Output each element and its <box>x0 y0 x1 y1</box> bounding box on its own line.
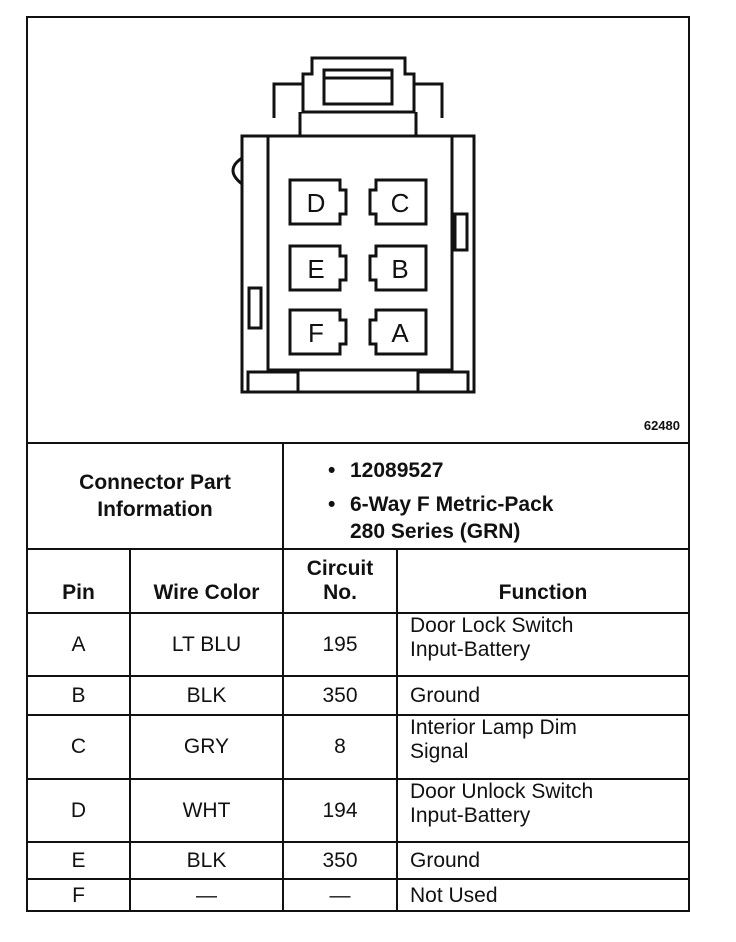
table-cell-pin: F <box>72 884 85 907</box>
table-cell-circuit: 350 <box>322 683 358 707</box>
table-cell-circuit: — <box>329 884 351 907</box>
function-line2: Input-Battery <box>410 804 531 827</box>
bullet-icon: • <box>328 459 336 482</box>
function-line2: Input-Battery <box>410 638 531 661</box>
table-cell-circuit: 194 <box>322 798 358 822</box>
connector-info-sheet: D C E B F A 62480 Connector Part Informa… <box>26 16 690 912</box>
table-cell-pin: A <box>71 632 86 656</box>
pin-label-C: C <box>391 188 410 218</box>
table-cell-pin: D <box>70 798 87 822</box>
table-cell-function: Interior Lamp Dim Signal <box>398 716 688 778</box>
part-description-line2: 280 Series (GRN) <box>350 520 521 543</box>
divider <box>28 675 688 677</box>
table-cell-function: Door Lock Switch Input-Battery <box>398 614 688 675</box>
table-cell-function: Door Unlock Switch Input-Battery <box>398 780 688 841</box>
header-function: Function <box>498 580 588 604</box>
divider <box>28 442 688 444</box>
table-cell-wire-color: WHT <box>182 798 231 822</box>
bullet-icon: • <box>328 493 336 516</box>
divider <box>28 612 688 614</box>
part-number-value: 12089527 <box>350 459 444 482</box>
divider <box>396 548 398 912</box>
table-cell-wire-color: GRY <box>183 735 230 758</box>
part-description: • 6-Way F Metric-Pack 280 Series (GRN) <box>328 491 553 545</box>
header-circuit-line2: No. <box>323 581 357 604</box>
header-circuit-line1: Circuit <box>306 557 374 580</box>
table-cell-wire-color: LT BLU <box>171 632 242 656</box>
pin-label-D: D <box>307 188 326 218</box>
divider <box>282 548 284 912</box>
divider <box>28 714 688 716</box>
table-cell-circuit: 350 <box>322 848 358 872</box>
table-cell-function: Ground <box>410 848 481 872</box>
function-line1: Interior Lamp Dim <box>410 716 577 739</box>
table-cell-pin: C <box>70 735 87 758</box>
header-pin: Pin <box>62 580 95 604</box>
figure-number: 62480 <box>643 418 680 433</box>
header-circuit-no: Circuit No. <box>284 550 396 612</box>
divider <box>28 878 688 880</box>
header-wire-color: Wire Color <box>153 580 260 604</box>
table-cell-wire-color: BLK <box>186 848 227 872</box>
table-cell-circuit: 8 <box>334 735 346 758</box>
table-cell-function: Not Used <box>410 884 498 907</box>
part-number: • 12089527 <box>328 457 553 484</box>
pin-label-B: B <box>391 254 408 284</box>
pin-label-A: A <box>391 318 409 348</box>
connector-face-drawing: D C E B F A <box>231 56 476 394</box>
pin-label-E: E <box>307 254 324 284</box>
table-cell-wire-color: — <box>196 884 217 907</box>
table-cell-pin: E <box>71 848 86 872</box>
table-cell-circuit: 195 <box>322 632 358 656</box>
part-info-title-line2: Information <box>97 498 213 521</box>
pin-label-F: F <box>308 318 324 348</box>
divider <box>28 548 688 550</box>
function-line2: Signal <box>410 740 469 763</box>
part-description-line1: 6-Way F Metric-Pack <box>350 493 554 516</box>
divider <box>282 442 284 548</box>
part-info-title: Connector Part Information <box>28 444 282 548</box>
part-info-title-line1: Connector Part <box>79 471 231 494</box>
function-line1: Door Unlock Switch <box>410 780 594 803</box>
divider <box>28 841 688 843</box>
table-cell-wire-color: BLK <box>186 683 227 707</box>
table-cell-pin: B <box>71 683 86 707</box>
function-line1: Door Lock Switch <box>410 614 574 637</box>
table-cell-function: Ground <box>410 683 481 707</box>
part-info-details: • 12089527 • 6-Way F Metric-Pack 280 Ser… <box>328 457 553 545</box>
divider <box>129 548 131 912</box>
divider <box>28 778 688 780</box>
